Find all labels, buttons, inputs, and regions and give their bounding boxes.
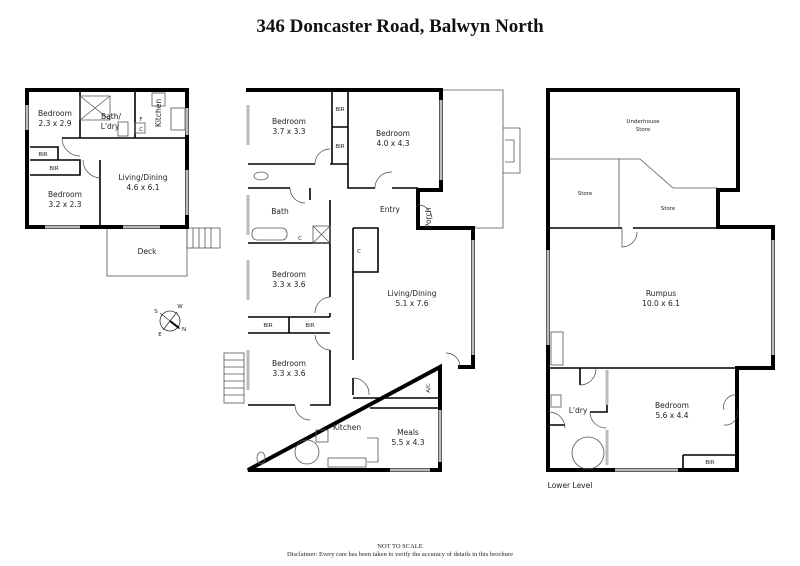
compass-e: E (158, 332, 162, 338)
bir-label: BIR (335, 107, 344, 113)
bir-label: BIR (38, 152, 47, 158)
room-size: 3.3 x 3.6 (272, 369, 305, 378)
room-size: 5.6 x 4.4 (655, 411, 688, 420)
bir-label: BIR (263, 323, 272, 329)
room-label: Bath (271, 207, 289, 216)
fridge-label: F (139, 117, 142, 123)
room-label: Bedroom (272, 117, 306, 126)
stairs-icon (223, 352, 245, 404)
room-label: Bedroom (272, 270, 306, 279)
compass-icon (159, 310, 181, 332)
bir-label: BIR (705, 460, 714, 466)
main-outer-wall (246, 88, 475, 472)
room-label: Porch (424, 207, 433, 228)
room-label: L'dry (101, 122, 120, 131)
room-label: L'dry (569, 406, 588, 415)
room-label: Bedroom (376, 129, 410, 138)
room-label: Underhouse (626, 119, 660, 125)
spiral-stair-icon (294, 439, 320, 465)
scale-note: NOT TO SCALE (377, 543, 423, 550)
room-label: Deck (138, 247, 158, 256)
level-label: Lower Level (548, 481, 593, 490)
stove-icon (327, 457, 367, 468)
room-label: Bedroom (38, 109, 72, 118)
room-label: Store (578, 191, 593, 197)
page-title: 346 Doncaster Road, Balwyn North (256, 16, 544, 37)
cupboard-label: C (357, 249, 361, 255)
room-label: Kitchen (154, 99, 163, 127)
cupboard-label: C (298, 236, 302, 242)
room-label: Meals (397, 428, 419, 437)
room-size: 4.0 x 4.3 (376, 139, 409, 148)
room-label: Bedroom (655, 401, 689, 410)
disclaimer: Disclaimer: Every care has been taken to… (287, 551, 513, 558)
cupboard-label: C (139, 127, 143, 133)
room-size: 10.0 x 6.1 (642, 299, 680, 308)
lower-plan (546, 88, 775, 472)
compass-s: S (154, 309, 158, 315)
bir-label: BIR (49, 166, 58, 172)
room-label: Living/Dining (118, 173, 167, 182)
toilet-icon (253, 171, 269, 181)
room-label: Kitchen (333, 423, 361, 432)
room-size: 4.6 x 6.1 (126, 183, 159, 192)
room-label: Entry (380, 205, 401, 214)
room-size: 3.3 x 3.6 (272, 280, 305, 289)
ac-label: A/C (426, 383, 432, 393)
sink-icon (550, 331, 564, 366)
room-label: Store (661, 206, 676, 212)
room-size: 3.7 x 3.3 (272, 127, 305, 136)
left-outer-wall (25, 88, 189, 229)
bir-label: BIR (335, 144, 344, 150)
toilet-icon (256, 451, 266, 465)
bathtub-icon (251, 227, 288, 241)
room-size: 2.3 x 2.9 (38, 119, 71, 128)
room-label: Bedroom (272, 359, 306, 368)
room-label: Store (636, 127, 651, 133)
main-plan (223, 88, 521, 472)
room-label: Bath/ (101, 112, 121, 121)
compass-w: W (177, 304, 183, 310)
room-label: Rumpus (646, 289, 676, 298)
stairs-icon (186, 227, 221, 249)
spiral-stair-icon (571, 436, 605, 470)
left-plan (25, 88, 221, 277)
room-label: Living/Dining (387, 289, 436, 298)
room-size: 5.5 x 4.3 (391, 438, 424, 447)
room-size: 5.1 x 7.6 (395, 299, 428, 308)
room-size: 3.2 x 2.3 (48, 200, 81, 209)
compass-n: N (182, 327, 186, 333)
bir-label: BIR (305, 323, 314, 329)
room-label: Bedroom (48, 190, 82, 199)
footer: NOT TO SCALE Disclaimer: Every care has … (0, 543, 800, 559)
